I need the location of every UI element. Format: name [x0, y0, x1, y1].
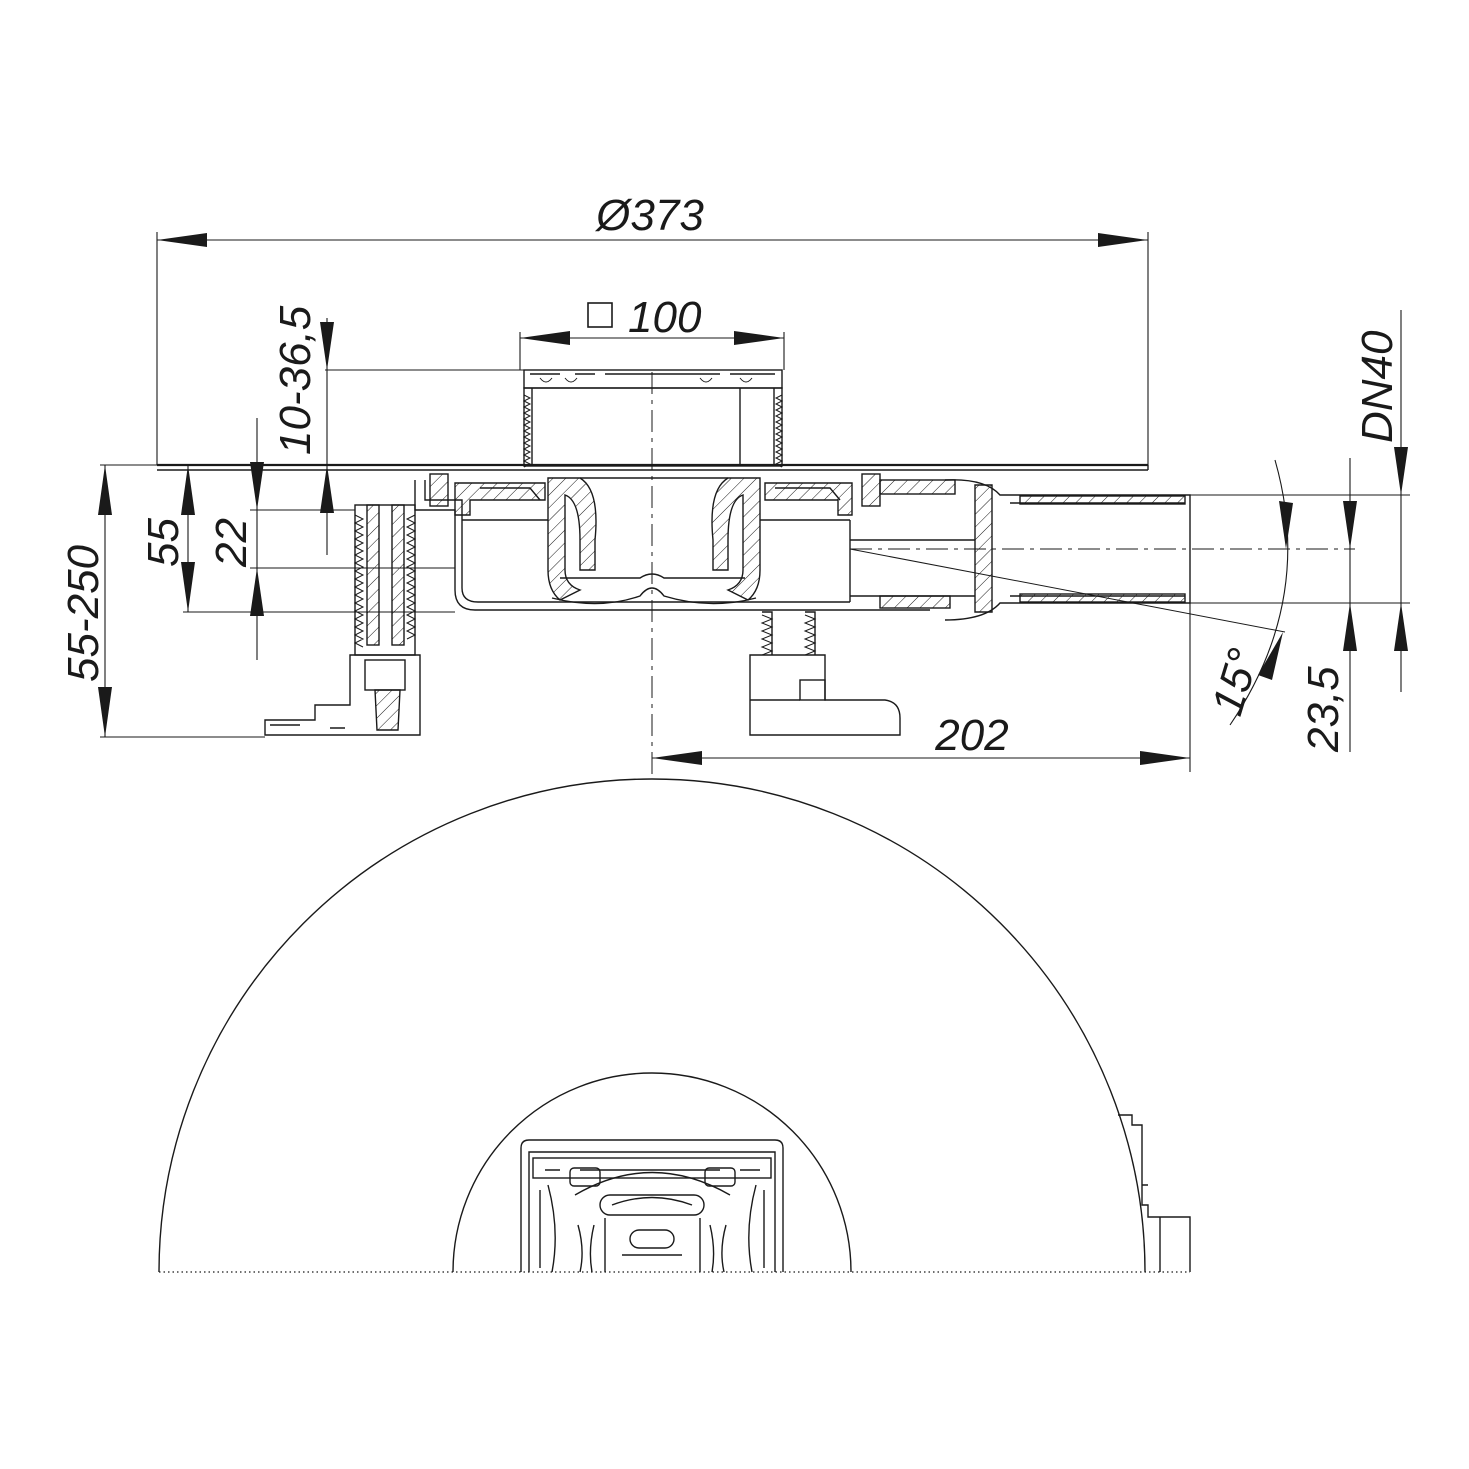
dim-angle: 15°: [1203, 459, 1293, 726]
inner-body-outline: [452, 1072, 852, 1273]
left-foot: [264, 504, 421, 736]
dim-seal-height: 22: [207, 418, 455, 660]
drain-body: [414, 473, 930, 611]
dim-diameter: Ø373: [156, 191, 1149, 465]
grate-frame: [522, 369, 784, 468]
outlet-pipe: [849, 479, 1191, 621]
outlet-stub: [1118, 1114, 1191, 1272]
odour-trap: [547, 477, 761, 605]
dimensions: Ø373 100 10-36,5 55-250: [59, 191, 1410, 772]
dim-height-adjust: 10-36,5: [271, 305, 524, 555]
grate-top-view: [520, 1139, 784, 1273]
dim-outlet-length-label: 202: [934, 711, 1008, 760]
dim-outlet-label: DN40: [1353, 330, 1402, 443]
dim-seal-height-label: 22: [207, 518, 256, 568]
dim-grate-size-label: 100: [628, 293, 702, 342]
dim-grate-size: 100: [519, 293, 785, 370]
dim-body-height: 55: [139, 465, 455, 613]
dim-outlet-height: 23,5: [1299, 458, 1357, 753]
right-foot: [749, 611, 901, 736]
section-view: [157, 369, 1355, 775]
dim-height-adjust-label: 10-36,5: [271, 305, 320, 455]
square-symbol-icon: [587, 302, 613, 328]
dim-total-height-label: 55-250: [59, 544, 108, 682]
outer-flange-outline: [158, 778, 1146, 1273]
dim-outlet-length: 202: [652, 603, 1191, 772]
dim-diameter-label: Ø373: [594, 191, 704, 240]
plan-view: [158, 778, 1191, 1273]
dim-total-height: 55-250: [59, 464, 265, 738]
dim-body-height-label: 55: [139, 518, 188, 567]
dim-outlet-height-label: 23,5: [1299, 666, 1348, 753]
dim-outlet: DN40: [1190, 310, 1410, 692]
dim-angle-label: 15°: [1203, 643, 1269, 721]
